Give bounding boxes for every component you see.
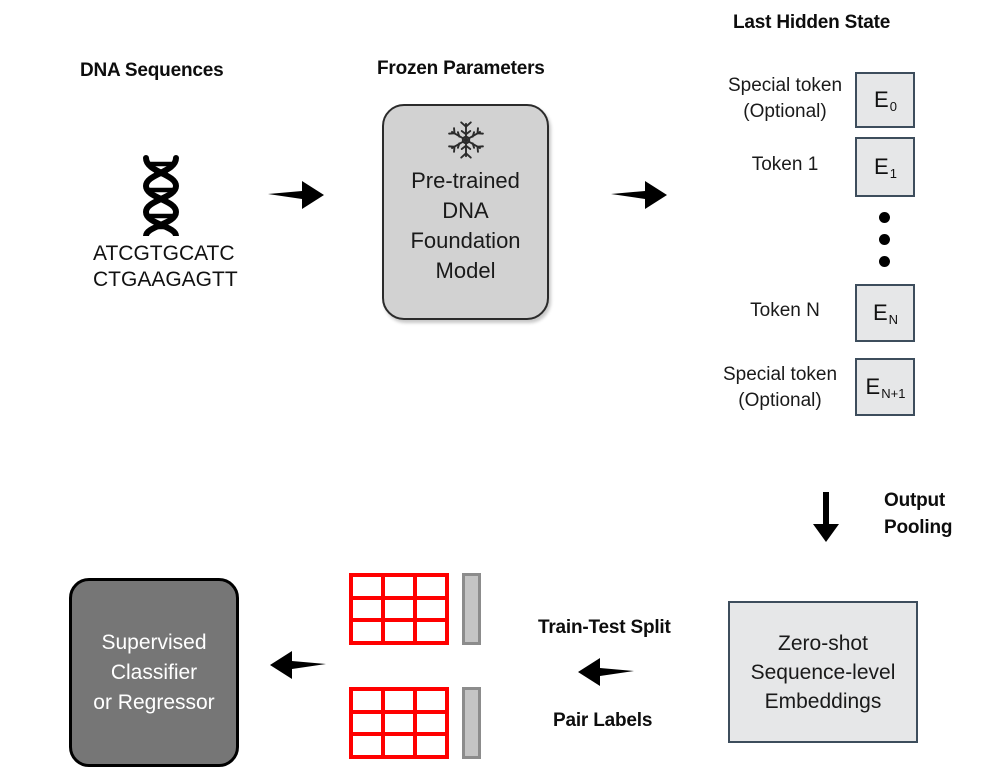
- grid-cell: [417, 577, 445, 596]
- grid-cell: [353, 736, 381, 755]
- arrow-embeddings-to-splits-icon: [576, 655, 634, 689]
- ellipsis-dots: [879, 212, 890, 267]
- zero-shot-line-2: Sequence-level: [750, 660, 896, 684]
- model-label-line-3: Foundation: [410, 228, 521, 253]
- train-labels-bar[interactable]: [462, 573, 481, 645]
- output-pooling-line-1: Output: [884, 490, 946, 511]
- arrow-pooling-down-icon: [810, 492, 842, 544]
- grid-cell: [417, 736, 445, 755]
- token-label-0: Special token (Optional): [725, 73, 845, 125]
- train-split-grid[interactable]: [349, 573, 449, 645]
- embedding-cell-n-plus-1[interactable]: EN+1: [855, 358, 915, 416]
- zero-shot-line-3: Embeddings: [764, 689, 882, 713]
- embedding-cell-n[interactable]: EN: [855, 284, 915, 342]
- heading-last-hidden-state: Last Hidden State: [733, 12, 891, 33]
- classifier-label: Supervised Classifier or Regressor: [93, 628, 214, 718]
- model-label-line-4: Model: [435, 258, 496, 283]
- grid-cell: [385, 691, 413, 710]
- foundation-model-box[interactable]: Pre-trained DNA Foundation Model: [382, 104, 549, 320]
- grid-cell: [417, 713, 445, 733]
- token-label-n-plus-1: Special token (Optional): [715, 362, 845, 414]
- grid-cell: [417, 691, 445, 710]
- label-output-pooling: Output Pooling: [884, 487, 952, 541]
- label-pair-labels: Pair Labels: [553, 710, 653, 731]
- grid-cell: [353, 577, 381, 596]
- ellipsis-dot-1: [879, 212, 890, 223]
- token-label-n-plus-1-line-2: (Optional): [738, 390, 822, 411]
- snowflake-icon: [447, 120, 485, 160]
- arrow-sequences-to-model-icon: [268, 178, 326, 212]
- embedding-cell-1-text: E1: [874, 154, 897, 181]
- test-labels-bar[interactable]: [462, 687, 481, 759]
- dna-sequence-line-1: ATCGTGCATC: [93, 242, 235, 265]
- model-label-line-1: Pre-trained: [411, 168, 520, 193]
- grid-cell: [353, 713, 381, 733]
- token-label-0-line-1: Special token: [727, 75, 843, 96]
- embedding-cell-0[interactable]: E0: [855, 72, 915, 128]
- supervised-classifier-box[interactable]: Supervised Classifier or Regressor: [69, 578, 239, 767]
- embedding-cell-n-plus-1-text: EN+1: [865, 374, 906, 401]
- model-box-label: Pre-trained DNA Foundation Model: [410, 166, 520, 286]
- token-label-1: Token 1: [725, 152, 845, 178]
- grid-cell: [385, 713, 413, 733]
- grid-cell: [385, 622, 413, 641]
- arrow-model-to-hidden-state-icon: [611, 178, 669, 212]
- embedding-cell-1[interactable]: E1: [855, 137, 915, 197]
- grid-cell: [417, 622, 445, 641]
- heading-dna-sequences: DNA Sequences: [80, 60, 224, 81]
- zero-shot-line-1: Zero-shot: [778, 631, 868, 655]
- grid-cell: [385, 736, 413, 755]
- label-train-test-split: Train-Test Split: [538, 617, 671, 638]
- dna-sequence-line-2: CTGAAGAGTT: [93, 268, 238, 291]
- embedding-cell-0-text: E0: [874, 87, 897, 114]
- ellipsis-dot-2: [879, 234, 890, 245]
- heading-frozen-parameters: Frozen Parameters: [377, 58, 545, 79]
- output-pooling-line-2: Pooling: [884, 517, 953, 538]
- classifier-line-1: Supervised: [101, 630, 207, 654]
- grid-cell: [385, 599, 413, 619]
- token-label-n: Token N: [725, 298, 845, 324]
- zero-shot-embeddings-box[interactable]: Zero-shot Sequence-level Embeddings: [728, 601, 918, 743]
- embedding-cell-n-text: EN: [872, 300, 899, 327]
- classifier-line-3: or Regressor: [93, 690, 215, 714]
- dna-helix-icon: [126, 152, 196, 236]
- token-label-n-line-1: Token N: [750, 300, 820, 321]
- model-label-line-2: DNA: [442, 198, 489, 223]
- test-split-grid[interactable]: [349, 687, 449, 759]
- ellipsis-dot-3: [879, 256, 890, 267]
- token-label-0-line-2: (Optional): [743, 101, 827, 122]
- grid-cell: [385, 577, 413, 596]
- token-label-n-plus-1-line-1: Special token: [722, 364, 838, 385]
- grid-cell: [353, 691, 381, 710]
- grid-cell: [417, 599, 445, 619]
- grid-cell: [353, 622, 381, 641]
- arrow-splits-to-classifier-icon: [268, 648, 326, 682]
- token-label-1-line-1: Token 1: [751, 154, 819, 175]
- zero-shot-label: Zero-shot Sequence-level Embeddings: [751, 629, 896, 716]
- grid-cell: [353, 599, 381, 619]
- classifier-line-2: Classifier: [110, 660, 198, 684]
